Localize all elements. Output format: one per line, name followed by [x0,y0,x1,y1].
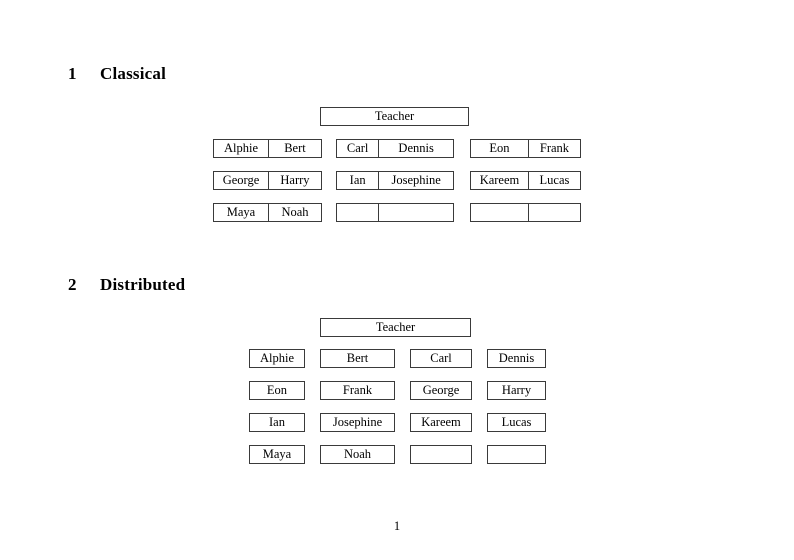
distributed-teacher-box[interactable]: Teacher [320,318,471,337]
classical-group-a-row-3: Maya Noah [213,203,322,222]
classical-group-a-row-2: George Harry [213,171,322,190]
section-title: Distributed [100,275,186,294]
cell-empty-c1[interactable] [471,204,528,221]
dist-cell-r2c4[interactable]: Harry [487,381,546,400]
cell-kareem[interactable]: Kareem [479,173,520,187]
dist-cell-r1c3[interactable]: Carl [410,349,472,368]
cell-ian[interactable]: Ian [349,173,366,187]
dist-cell-r2c3[interactable]: George [410,381,472,400]
dist-cell-r1c2[interactable]: Bert [320,349,395,368]
dist-cell-r4c1[interactable]: Maya [249,445,305,464]
cell-noah[interactable]: Noah [267,204,321,221]
classical-group-b-row-3 [336,203,454,222]
cell-empty-b1[interactable] [337,204,378,221]
cell-empty-c2[interactable] [527,204,580,221]
dist-cell-r2c2[interactable]: Frank [320,381,395,400]
cell-george[interactable]: George [222,173,260,187]
section-heading-classical: 1 Classical [68,64,166,84]
dist-cell-r3c2[interactable]: Josephine [320,413,395,432]
dist-cell-r3c4[interactable]: Lucas [487,413,546,432]
cell-frank[interactable]: Frank [527,140,580,157]
classical-teacher-box[interactable]: Teacher [320,107,469,126]
dist-cell-r3c3[interactable]: Kareem [410,413,472,432]
cell-dennis[interactable]: Dennis [378,140,453,157]
cell-maya[interactable]: Maya [226,205,256,219]
section-number: 1 [68,64,77,83]
classical-group-a-row-1: Alphie Bert [213,139,322,158]
cell-lucas[interactable]: Lucas [527,172,580,189]
dist-cell-r4c4[interactable] [487,445,546,464]
cell-harry[interactable]: Harry [267,172,321,189]
dist-cell-r3c1[interactable]: Ian [249,413,305,432]
classical-group-c-row-3 [470,203,581,222]
classical-group-c-row-1: Eon Frank [470,139,581,158]
section-heading-distributed: 2 Distributed [68,275,185,295]
cell-bert[interactable]: Bert [267,140,321,157]
dist-cell-r1c1[interactable]: Alphie [249,349,305,368]
dist-cell-r4c2[interactable]: Noah [320,445,395,464]
cell-empty-b2[interactable] [378,204,453,221]
cell-josephine[interactable]: Josephine [378,172,453,189]
classical-group-b-row-1: Carl Dennis [336,139,454,158]
cell-carl[interactable]: Carl [346,141,369,155]
section-title: Classical [100,64,167,83]
dist-cell-r2c1[interactable]: Eon [249,381,305,400]
cell-eon[interactable]: Eon [489,141,510,155]
section-number: 2 [68,275,77,294]
dist-cell-r1c4[interactable]: Dennis [487,349,546,368]
classical-group-b-row-2: Ian Josephine [336,171,454,190]
cell-alphie[interactable]: Alphie [223,141,258,155]
page-number: 1 [393,519,401,533]
dist-cell-r4c3[interactable] [410,445,472,464]
classical-group-c-row-2: Kareem Lucas [470,171,581,190]
